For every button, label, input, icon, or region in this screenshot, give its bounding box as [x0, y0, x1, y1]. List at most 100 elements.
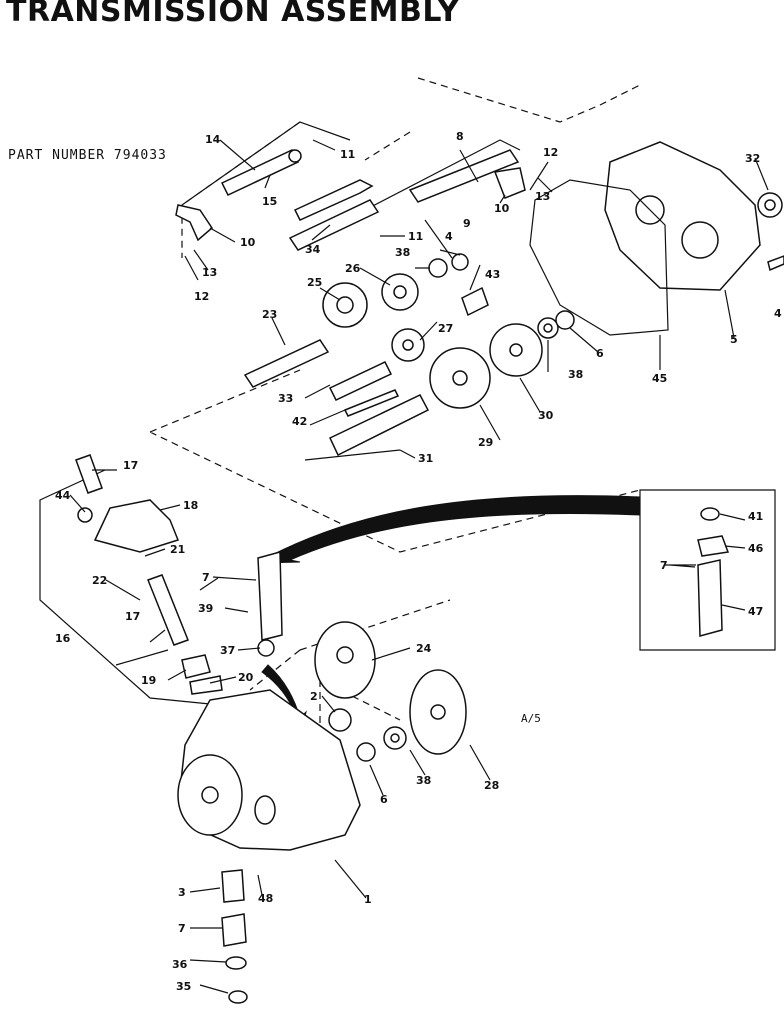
callout-4-right: 4: [774, 307, 782, 320]
screw-4-right: [767, 255, 784, 272]
callout-13-right: 13: [535, 190, 550, 203]
callout-35: 35: [176, 980, 191, 993]
gear-24: [314, 621, 376, 699]
gear-25: [322, 282, 368, 328]
callout-3: 3: [178, 886, 186, 899]
bracket-16: [39, 469, 271, 711]
callout-25: 25: [307, 276, 322, 289]
inset-gear-46: [697, 535, 730, 557]
callout-46: 46: [748, 542, 764, 555]
stem-17-lower: [147, 574, 189, 646]
leader-lines: [69, 139, 769, 994]
callout-9: 9: [463, 217, 471, 230]
gear-26: [381, 273, 419, 311]
washer-38-upper: [537, 317, 559, 339]
callout-1: 1: [364, 893, 372, 906]
callout-6-lower: 6: [380, 793, 388, 806]
key-42: [343, 389, 400, 417]
callout-23: 23: [262, 308, 277, 321]
shaft-31: [329, 394, 430, 457]
callout-16: 16: [55, 632, 71, 645]
shaft-23: [243, 339, 330, 388]
housing-18: [93, 499, 179, 553]
callout-21: 21: [170, 543, 185, 556]
bracket-14: [181, 121, 351, 206]
callout-14: 14: [205, 133, 221, 146]
collar-37: [257, 639, 275, 657]
ring-35: [228, 990, 248, 1004]
callout-24: 24: [416, 642, 432, 655]
callout-42: 42: [292, 415, 307, 428]
callout-12: 12: [194, 290, 209, 303]
rod-17-upper: [75, 454, 103, 494]
callout-15: 15: [262, 195, 277, 208]
shift-fork-10-right: [493, 167, 526, 199]
gear-32: [757, 192, 783, 218]
callout-45: 45: [652, 372, 667, 385]
callout-19: 19: [141, 674, 156, 687]
bearing-2: [328, 708, 352, 732]
callout-39: 39: [198, 602, 213, 615]
bearing-6-lower: [356, 742, 376, 762]
callout-44: 44: [55, 489, 71, 502]
callout-33: 33: [278, 392, 293, 405]
page-code-label: A/5: [521, 712, 541, 725]
callout-labels: 14 11 15 10 13 12 34 8 12 13 10 9 11 4 3…: [55, 130, 782, 993]
gear-29: [429, 347, 491, 409]
washer-36: [225, 956, 247, 970]
callout-30: 30: [538, 409, 554, 422]
shift-fork-10-left: [175, 204, 213, 242]
callout-11: 11: [340, 148, 355, 161]
callout-27: 27: [438, 322, 453, 335]
callout-4-upper: 4: [445, 230, 453, 243]
callout-18: 18: [183, 499, 198, 512]
callout-7-lower: 7: [178, 922, 186, 935]
callout-17-upper: 17: [123, 459, 138, 472]
gear-30: [489, 323, 543, 377]
shift-rod-15: [220, 149, 302, 196]
callout-26: 26: [345, 262, 361, 275]
callout-29: 29: [478, 436, 493, 449]
spring-7-lower: [221, 913, 247, 947]
callout-28: 28: [484, 779, 499, 792]
callout-6-upper: 6: [596, 347, 604, 360]
shift-rod-9: [288, 199, 380, 251]
callout-32: 32: [745, 152, 760, 165]
callout-7-inset: 7: [660, 559, 668, 572]
inset-shaft-47: [697, 559, 723, 637]
callout-5: 5: [730, 333, 738, 346]
shift-fork-34: [293, 179, 374, 221]
bearing-4-upper: [451, 253, 469, 271]
case-cover: [604, 141, 761, 291]
bracket-8: [364, 139, 521, 211]
callout-37: 37: [220, 644, 235, 657]
washer-38-middle: [428, 258, 448, 278]
callout-22: 22: [92, 574, 107, 587]
bearing-6-upper: [555, 310, 575, 330]
gear-28: [409, 669, 467, 755]
callout-41: 41: [748, 510, 763, 523]
callout-8: 8: [456, 130, 464, 143]
callout-2: 2: [310, 690, 318, 703]
shaft-33: [328, 361, 393, 401]
housing-bore-center: [201, 786, 219, 804]
callout-31: 31: [418, 452, 433, 465]
callout-47: 47: [748, 605, 763, 618]
callout-48: 48: [258, 892, 273, 905]
screw-44: [77, 507, 93, 523]
callout-13: 13: [202, 266, 217, 279]
callout-36: 36: [172, 958, 188, 971]
callout-10-right: 10: [494, 202, 510, 215]
callout-10: 10: [240, 236, 256, 249]
block-19: [181, 654, 211, 679]
gear-27: [391, 328, 425, 362]
callout-38-right: 38: [568, 368, 583, 381]
inset-pointer-arrow: [260, 495, 641, 564]
part-number-label: PART NUMBER 794033: [8, 148, 167, 163]
callout-12-right: 12: [543, 146, 558, 159]
callout-7-middle: 7: [202, 571, 210, 584]
cover-bearing-bore: [681, 221, 719, 259]
inset-washer-41: [700, 507, 720, 521]
callout-34: 34: [305, 243, 321, 256]
